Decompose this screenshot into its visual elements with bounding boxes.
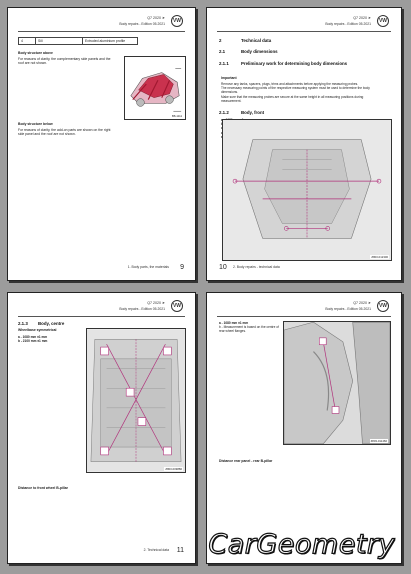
header-rule xyxy=(18,31,185,32)
table-cell: Sill xyxy=(35,37,83,45)
body-text: For reasons of clarity, the add-on parts… xyxy=(18,128,111,137)
vw-logo-icon: VW xyxy=(377,15,389,27)
cargeometry-logo: CarGeometry xyxy=(208,528,395,560)
list-item: The necessary measuring points of the re… xyxy=(221,86,370,95)
section-number: 2.1.1 xyxy=(219,61,229,66)
section-number: 2.1 xyxy=(219,49,226,54)
page-header: Q7 2020 ➤ Body repairs - Edition 05.2021… xyxy=(8,8,195,34)
chapter-number: 2 xyxy=(219,38,222,43)
underbody-centre-illustration xyxy=(87,329,185,472)
subsection-title: Wheelbase symmetrical xyxy=(18,328,57,332)
header-rule xyxy=(217,31,391,32)
header-rule xyxy=(217,316,391,317)
document-page-3: Q7 2020 ➤ Body repairs - Edition 05.2021… xyxy=(7,292,196,564)
figure-note: Distance to front wheel B-pillar xyxy=(18,486,68,490)
body-centre-figure: Z803-009880 xyxy=(86,328,186,473)
table-row: 4 Sill Extruded aluminium profile xyxy=(18,37,138,45)
rear-pillar-figure: Z803-011460 xyxy=(283,321,391,445)
underbody-front-illustration xyxy=(223,120,391,260)
page-number: 10 xyxy=(219,264,227,271)
vw-logo-icon: VW xyxy=(377,300,389,312)
document-page-2: Q7 2020 ➤ Body repairs - Edition 05.2021… xyxy=(206,7,402,281)
header-rule xyxy=(18,316,185,317)
header-model: Q7 2020 ➤ xyxy=(353,301,371,305)
figure-id: Z803-011460 xyxy=(369,439,388,443)
section-title: Body structure above xyxy=(18,51,53,55)
legend-item: b - 2100 mm ±1 mm xyxy=(18,339,48,344)
list-item: Make sure that the measuring probes are … xyxy=(221,94,364,103)
car-body-illustration xyxy=(130,68,182,112)
side-panel-illustration xyxy=(284,322,390,444)
page-footer: 2. Technical data xyxy=(143,548,169,552)
body-front-figure: Z803-012300 xyxy=(222,119,392,261)
document-page-4: Q7 2020 ➤ Body repairs - Edition 05.2021… xyxy=(206,292,402,564)
vw-logo-icon: VW xyxy=(171,300,183,312)
header-model: Q7 2020 ➤ xyxy=(147,301,165,305)
section-number: 2.1.2 xyxy=(219,110,229,115)
header-model: Q7 2020 ➤ xyxy=(147,16,165,20)
dimension-legend: a - 1080 mm ±1 mm b - Measurement is bas… xyxy=(219,321,279,334)
document-page-1: Q7 2020 ➤ Body repairs - Edition 05.2021… xyxy=(7,7,196,281)
section-title: Body, centre xyxy=(38,321,65,326)
header-edition: Body repairs - Edition 05.2021 xyxy=(325,22,371,26)
figure-id: B8-1111 xyxy=(171,114,183,118)
important-note: Important xyxy=(221,76,237,80)
page-header: Q7 2020 ➤ Body repairs - Edition 05.2021… xyxy=(207,8,401,34)
figure-id: Z803-012300 xyxy=(370,255,389,259)
figure-note: Distance rear panel - rear B-pillar xyxy=(219,459,273,463)
header-edition: Body repairs - Edition 05.2021 xyxy=(119,22,165,26)
list-item: Remove any tanks, spacers, plugs, trims … xyxy=(221,82,359,86)
section-title: Preliminary work for determining body di… xyxy=(241,61,348,66)
legend-item: b - Measurement is based on the centre o… xyxy=(219,325,279,334)
header-model: Q7 2020 ➤ xyxy=(353,16,371,20)
legend-item: a - 1080 mm ±1 mm xyxy=(219,321,249,325)
vw-logo-icon: VW xyxy=(171,15,183,27)
page-header: Q7 2020 ➤ Body repairs - Edition 05.2021… xyxy=(8,293,195,319)
figure-id: Z803-009880 xyxy=(164,467,183,471)
table-cell: 4 xyxy=(18,37,36,45)
body-text: For reasons of clarity, the complementar… xyxy=(18,57,111,66)
table-cell: Extruded aluminium profile xyxy=(82,37,138,45)
section-title: Body structure below xyxy=(18,122,53,126)
parts-table: 4 Sill Extruded aluminium profile xyxy=(18,37,138,45)
page-number: 11 xyxy=(176,547,184,554)
section-number: 2.1.3 xyxy=(18,321,28,326)
header-edition: Body repairs - Edition 05.2021 xyxy=(325,307,371,311)
chapter-title: Technical data xyxy=(241,38,272,43)
legend-item: a - 1080 mm ±1 mm xyxy=(18,335,48,339)
page-footer: 1. Body parts, the materials xyxy=(127,265,169,269)
page-number: 9 xyxy=(180,264,184,271)
section-title: Body dimensions xyxy=(241,49,278,54)
section-title: Body, front xyxy=(241,110,265,115)
dimension-legend: a - 1080 mm ±1 mm b - 2100 mm ±1 mm xyxy=(18,335,78,343)
page-header: Q7 2020 ➤ Body repairs - Edition 05.2021… xyxy=(207,293,401,319)
body-structure-figure: B8-1111 xyxy=(124,56,186,120)
instruction-list: Remove any tanks, spacers, plugs, trims … xyxy=(221,82,371,103)
page-footer: 2. Body repairs - technical data xyxy=(233,265,280,269)
header-edition: Body repairs - Edition 05.2021 xyxy=(119,307,165,311)
